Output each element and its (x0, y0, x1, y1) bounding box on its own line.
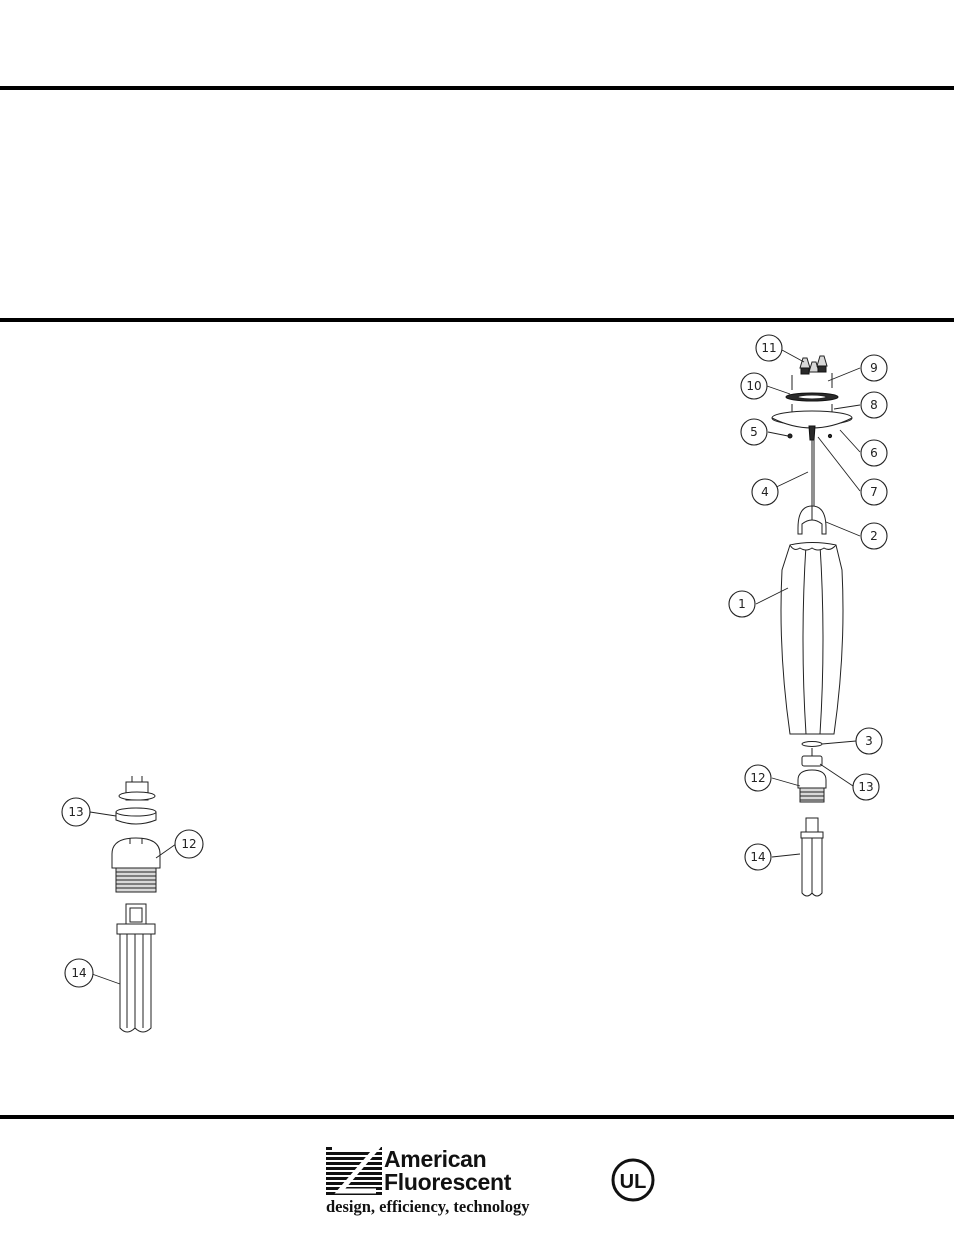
svg-text:7: 7 (870, 485, 878, 499)
detail-callout-14: 14 (64, 958, 94, 988)
svg-text:12: 12 (750, 771, 765, 785)
american-fluorescent-stripes-logo (326, 1147, 382, 1195)
socket-threads (799, 787, 825, 803)
callout-6: 6 (860, 439, 888, 467)
footer-rule (0, 1115, 954, 1119)
callout-11: 11 (755, 334, 783, 362)
brand-name-line2: Fluorescent (384, 1169, 512, 1195)
callout-12: 12 (744, 764, 772, 792)
ul-mark-text: UL (620, 1171, 647, 1193)
main-assembly (755, 349, 861, 897)
detail-assembly (89, 776, 177, 1033)
set-screw-left (787, 433, 793, 439)
svg-text:2: 2 (870, 529, 878, 543)
socket-ring (801, 755, 823, 767)
cord-grip (808, 425, 816, 441)
svg-text:4: 4 (761, 485, 769, 499)
svg-text:5: 5 (750, 425, 758, 439)
svg-text:1: 1 (738, 597, 746, 611)
svg-text:14: 14 (750, 850, 765, 864)
callout-5: 5 (740, 418, 768, 446)
svg-text:10: 10 (746, 379, 761, 393)
detail-callout-13: 13 (61, 797, 91, 827)
callout-7: 7 (860, 478, 888, 506)
callout-10: 10 (740, 372, 768, 400)
wire-nuts (799, 355, 828, 375)
header-top-rule (0, 86, 954, 90)
svg-text:14: 14 (71, 966, 86, 980)
svg-text:9: 9 (870, 361, 878, 375)
callout-4: 4 (751, 478, 779, 506)
svg-text:6: 6 (870, 446, 878, 460)
brand-logo: American Fluorescent design, efficiency,… (326, 1145, 586, 1217)
svg-text:12: 12 (181, 837, 196, 851)
svg-text:13: 13 (858, 780, 873, 794)
lamp-base (805, 817, 819, 833)
svg-text:3: 3 (865, 734, 873, 748)
svg-text:13: 13 (68, 805, 83, 819)
callout-3: 3 (855, 727, 883, 755)
header-bottom-rule (0, 318, 954, 322)
socket-housing (797, 769, 827, 789)
brand-name-line1: American (384, 1146, 487, 1172)
bottom-washer (801, 741, 823, 747)
callout-1: 1 (728, 590, 756, 618)
callout-2: 2 (860, 522, 888, 550)
callout-8: 8 (860, 391, 888, 419)
brand-tagline: design, efficiency, technology (326, 1197, 530, 1216)
callout-13: 13 (852, 773, 880, 801)
ul-listed-mark: UL (611, 1158, 655, 1202)
detail-callout-12: 12 (174, 829, 204, 859)
callout-9: 9 (860, 354, 888, 382)
diffuser-body (780, 542, 844, 735)
set-screw-right (827, 433, 833, 439)
svg-text:11: 11 (761, 341, 776, 355)
detail-socket-housing (111, 837, 161, 869)
callout-14: 14 (744, 843, 772, 871)
svg-text:8: 8 (870, 398, 878, 412)
